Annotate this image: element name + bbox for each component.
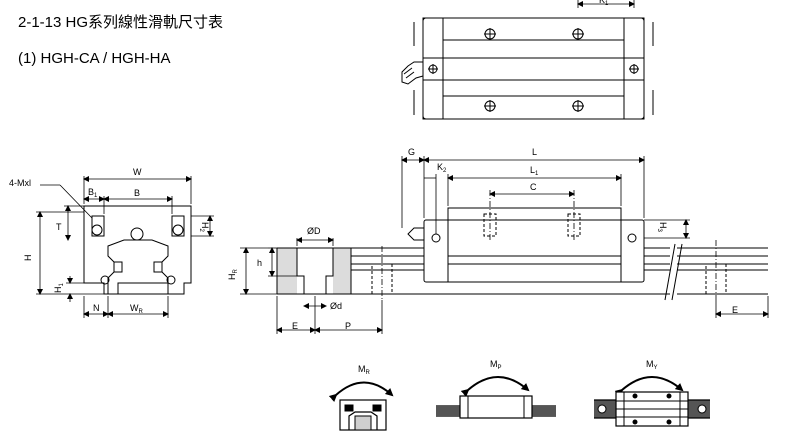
dim-l1: L1 bbox=[530, 165, 539, 177]
dim-c: C bbox=[530, 182, 537, 192]
dim-mxl: 4-Mxl bbox=[9, 178, 31, 188]
dim-w: W bbox=[133, 167, 142, 177]
model-subtitle: (1) HGH-CA / HGH-HA bbox=[18, 50, 171, 67]
end-seal-right bbox=[623, 17, 645, 120]
dim-od: ØD bbox=[307, 226, 321, 236]
label-mr: MR bbox=[358, 364, 371, 376]
label-mp: MP bbox=[490, 359, 502, 371]
dim-n: N bbox=[93, 303, 100, 313]
dim-k1: K1 bbox=[599, 0, 609, 7]
moment-my-icon bbox=[594, 376, 710, 427]
dim-e-right: E bbox=[732, 305, 738, 315]
dim-hr: HR bbox=[227, 269, 239, 281]
mounting-hole-top bbox=[428, 28, 639, 112]
label-my: MY bbox=[646, 359, 658, 371]
dim-h: H bbox=[23, 255, 33, 262]
dim-b: B bbox=[134, 188, 140, 198]
dim-k2: K2 bbox=[437, 162, 447, 174]
top-view bbox=[401, 0, 654, 120]
dim-od-small: Ød bbox=[330, 301, 342, 311]
moment-mp-icon bbox=[436, 376, 556, 419]
dim-h-small: h bbox=[257, 258, 262, 268]
dim-h1: H1 bbox=[53, 283, 65, 294]
dim-h2: H2 bbox=[198, 222, 210, 233]
page-title: 2-1-13 HG系列線性滑軌尺寸表 bbox=[18, 14, 224, 31]
front-view bbox=[36, 176, 214, 318]
end-seal-left bbox=[422, 17, 444, 120]
side-view bbox=[240, 156, 769, 334]
dim-l: L bbox=[532, 147, 537, 157]
block-side bbox=[423, 219, 645, 283]
dim-h3: H3 bbox=[656, 222, 668, 233]
dim-b1: B1 bbox=[88, 187, 98, 199]
block-outline-top bbox=[422, 17, 645, 120]
dim-p: P bbox=[345, 321, 351, 331]
rail-cross-section bbox=[107, 239, 169, 295]
moment-mr-icon bbox=[328, 381, 394, 431]
dim-t: T bbox=[56, 222, 62, 232]
dim-e-left: E bbox=[292, 321, 298, 331]
dim-g: G bbox=[408, 147, 415, 157]
grease-nipple-side-icon bbox=[407, 227, 424, 241]
grease-nipple-icon bbox=[401, 61, 424, 85]
dim-wr: WR bbox=[130, 303, 144, 315]
